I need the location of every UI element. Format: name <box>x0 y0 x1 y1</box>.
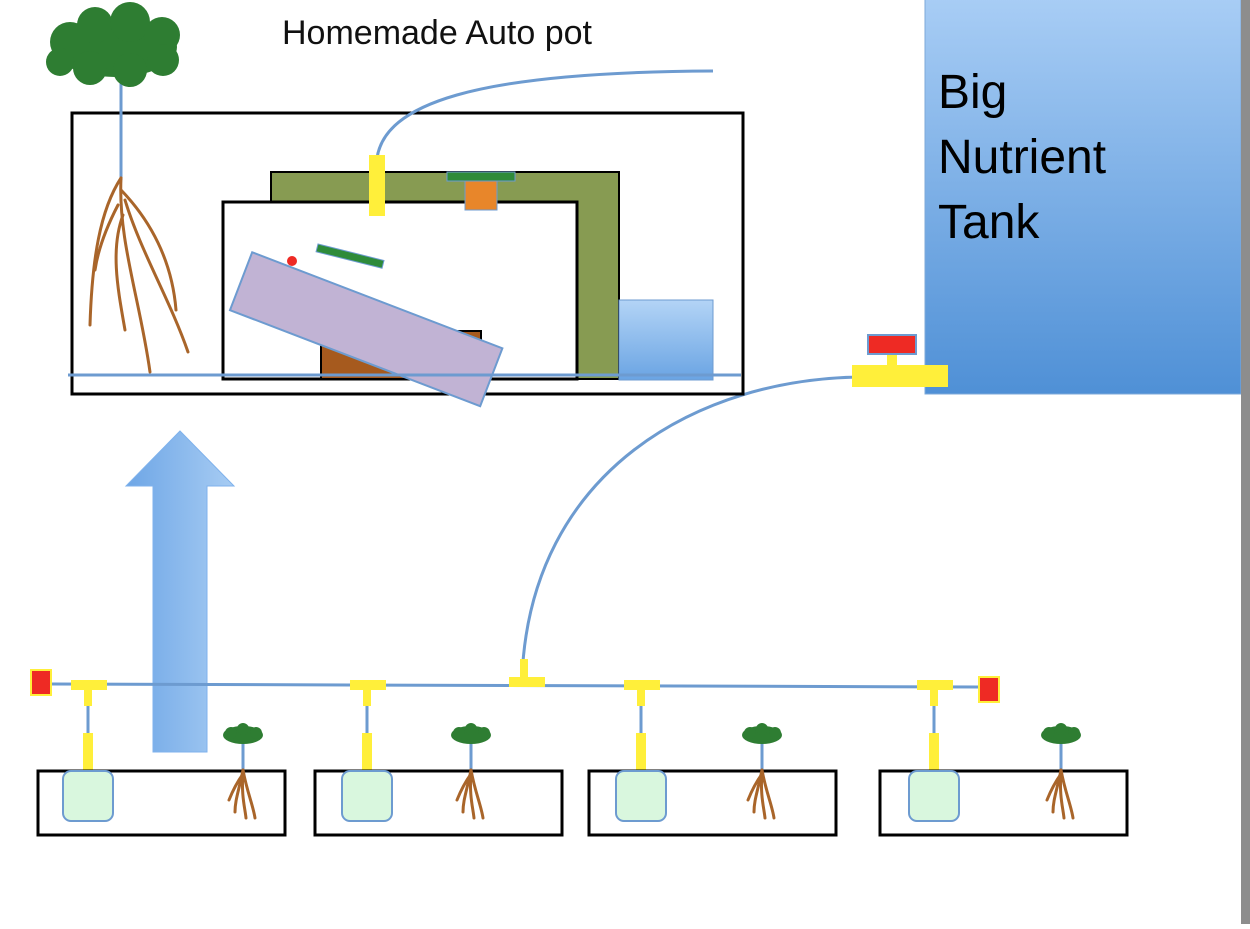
roots-icon <box>227 768 257 820</box>
float-lever <box>228 250 504 408</box>
roots-icon <box>746 768 776 820</box>
drip-fitting <box>83 733 93 773</box>
drop-line <box>917 680 953 773</box>
tank-label: Big Nutrient Tank <box>938 60 1106 255</box>
tank-valve-icon <box>867 334 917 355</box>
roots-icon <box>88 176 190 374</box>
valve-stem <box>887 352 897 366</box>
tee-fitting-icon <box>624 680 660 690</box>
tank-label-line: Nutrient <box>938 131 1107 184</box>
manifold-drops <box>71 680 953 773</box>
feed-pipe-main <box>520 375 866 679</box>
drop-line <box>350 680 386 773</box>
drop-line <box>71 680 107 773</box>
inlet-fitting <box>369 155 385 216</box>
roots-icon <box>1045 768 1075 820</box>
page-edge <box>1241 0 1250 924</box>
float-magnet-pad <box>315 243 385 269</box>
tee-fitting-icon <box>71 680 107 690</box>
tank-outlet-fitting <box>852 365 948 387</box>
tee-fitting-stem <box>637 688 645 706</box>
arrow-up-icon <box>124 430 236 753</box>
autopot-inlet-pipe <box>375 69 714 159</box>
pot-reservoir <box>618 299 714 381</box>
mini-pot <box>587 723 838 837</box>
tree-icon <box>742 723 782 776</box>
filter-block <box>341 770 393 822</box>
valve-icon-right <box>978 676 1000 703</box>
tree-icon <box>451 723 491 776</box>
drip-fitting <box>929 733 939 773</box>
mini-pot <box>36 723 287 837</box>
switch-pad <box>446 171 516 182</box>
switch-magnet <box>464 180 498 211</box>
tee-fitting-stem <box>363 688 371 706</box>
drip-fitting <box>362 733 372 773</box>
tank-label-line: Tank <box>938 196 1040 249</box>
mini-pot <box>878 723 1129 837</box>
drop-line <box>624 680 660 773</box>
tee-fitting-stem <box>520 659 528 679</box>
tree-icon <box>46 2 180 180</box>
filter-block <box>615 770 667 822</box>
nutrient-tank <box>924 0 1242 395</box>
float-pivot-dot <box>287 256 297 266</box>
diagram-title: Homemade Auto pot <box>282 14 592 52</box>
valve-icon-left <box>30 669 52 696</box>
tee-fitting-icon <box>350 680 386 690</box>
mini-pot <box>313 723 564 837</box>
tee-fitting-icon <box>509 677 545 687</box>
filter-block <box>62 770 114 822</box>
pot-row <box>36 723 1129 837</box>
tree-icon <box>223 723 263 776</box>
tree-icon <box>1041 723 1081 776</box>
roots-icon <box>455 768 485 820</box>
tank-label-line: Big <box>938 66 1008 119</box>
tee-fitting-icon <box>917 680 953 690</box>
tee-fitting-stem <box>84 688 92 706</box>
tee-fitting-stem <box>930 688 938 706</box>
filter-block <box>908 770 960 822</box>
drip-fitting <box>636 733 646 773</box>
